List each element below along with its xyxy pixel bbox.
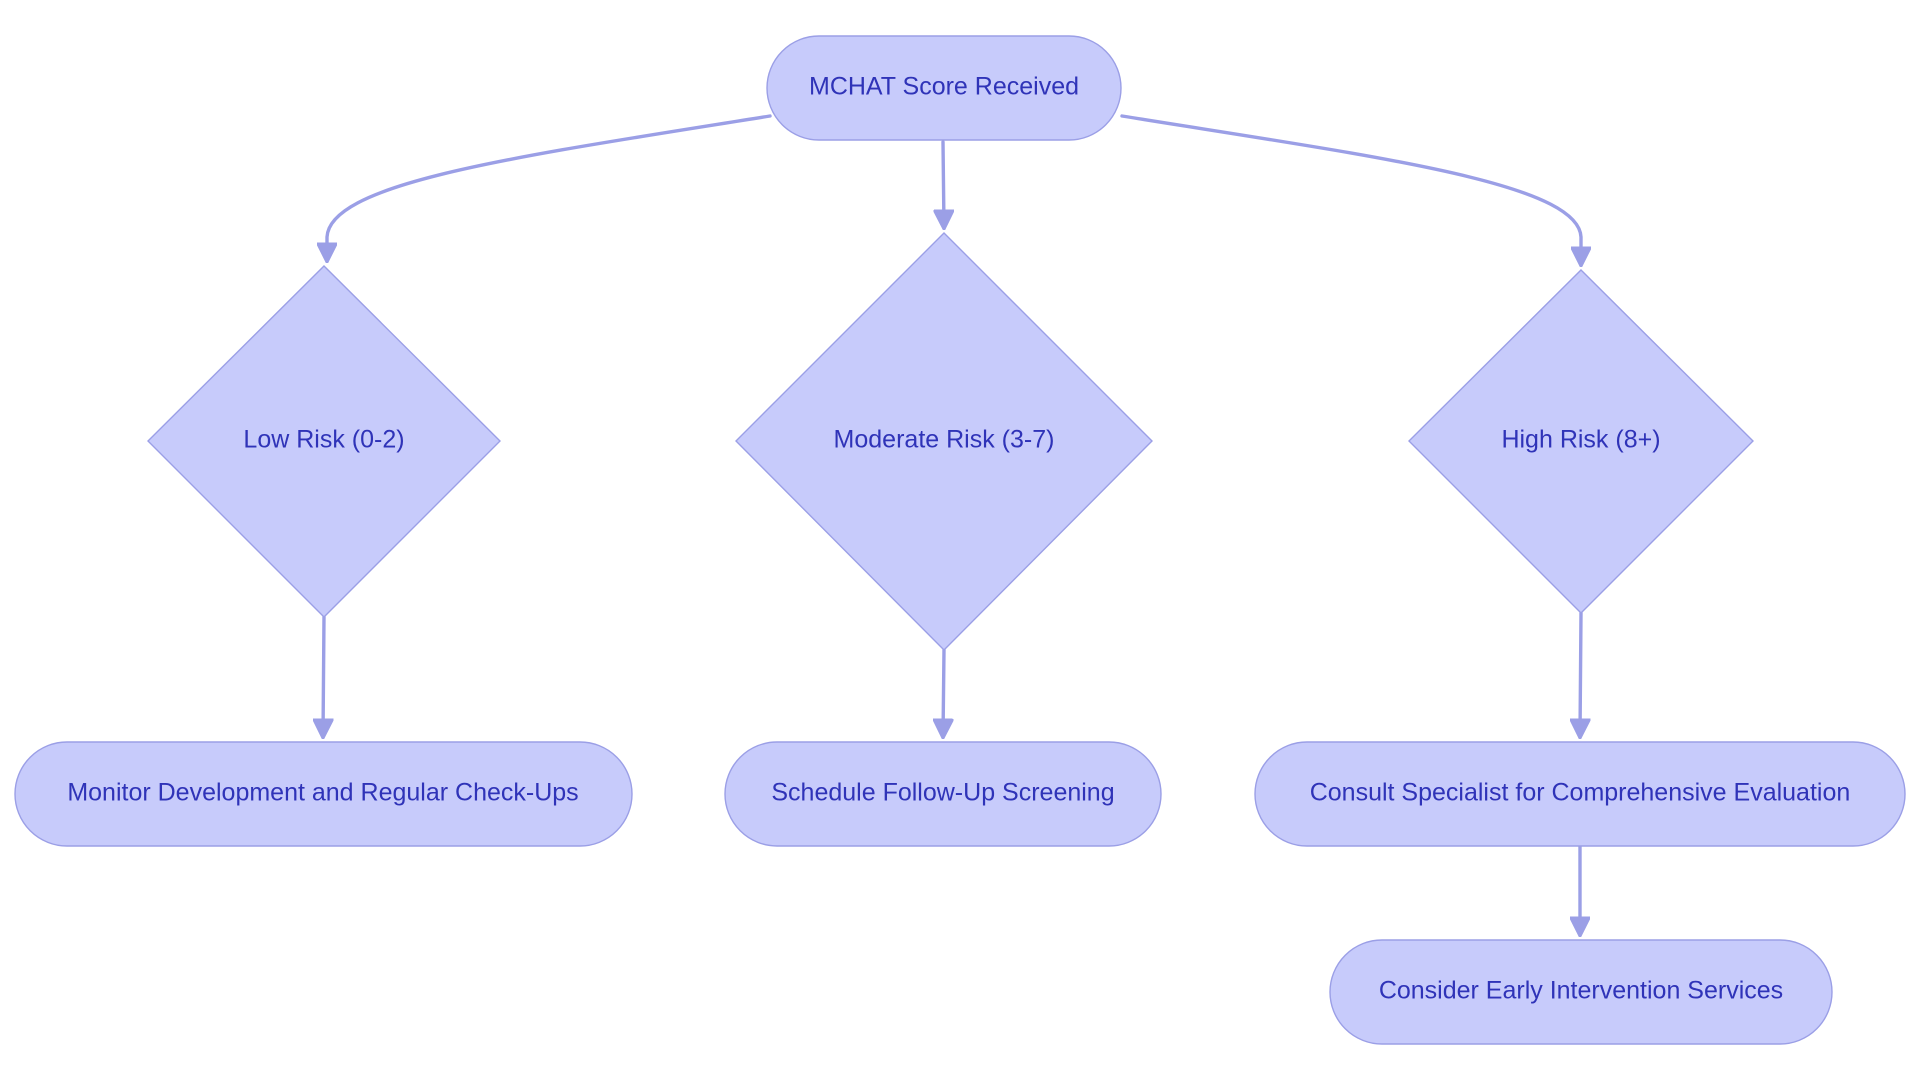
edge-start-to-moderate-risk <box>943 140 944 228</box>
start-node-shape <box>766 35 1122 141</box>
node-early-intervention: Consider Early Intervention Services <box>1329 939 1833 1045</box>
edge-start-to-high-risk <box>1120 114 1581 265</box>
monitor-node-label: Monitor Development and Regular Check-Up… <box>67 779 578 807</box>
follow-up-node-shape <box>724 741 1162 847</box>
low-risk-diamond <box>147 265 501 618</box>
consult-node-shape <box>1254 741 1906 847</box>
edge-start-to-low-risk <box>327 114 772 261</box>
decision-moderate-risk: Moderate Risk (3-7) <box>735 232 1153 651</box>
start-node-label: MCHAT Score Received <box>809 73 1079 101</box>
decision-low-risk: Low Risk (0-2) <box>147 265 501 618</box>
moderate-risk-label: Moderate Risk (3-7) <box>834 426 1055 454</box>
node-consult-specialist: Consult Specialist for Comprehensive Eva… <box>1254 741 1906 847</box>
edge-moderate-risk-to-follow-up <box>943 648 944 737</box>
node-schedule-follow-up: Schedule Follow-Up Screening <box>724 741 1162 847</box>
decision-high-risk: High Risk (8+) <box>1408 269 1754 614</box>
node-mchat-score-received: MCHAT Score Received <box>766 35 1122 141</box>
consult-node-label: Consult Specialist for Comprehensive Eva… <box>1310 779 1851 807</box>
edges <box>323 114 1581 935</box>
low-risk-label: Low Risk (0-2) <box>243 426 404 454</box>
intervention-node-label: Consider Early Intervention Services <box>1379 977 1783 1005</box>
edge-high-risk-to-consult <box>1580 611 1581 737</box>
edge-low-risk-to-monitor <box>323 615 324 737</box>
monitor-node-shape <box>14 741 633 847</box>
high-risk-label: High Risk (8+) <box>1501 426 1660 454</box>
high-risk-diamond <box>1408 269 1754 614</box>
moderate-risk-diamond <box>735 232 1153 651</box>
follow-up-node-label: Schedule Follow-Up Screening <box>771 779 1114 807</box>
node-monitor-development: Monitor Development and Regular Check-Up… <box>14 741 633 847</box>
intervention-node-shape <box>1329 939 1833 1045</box>
